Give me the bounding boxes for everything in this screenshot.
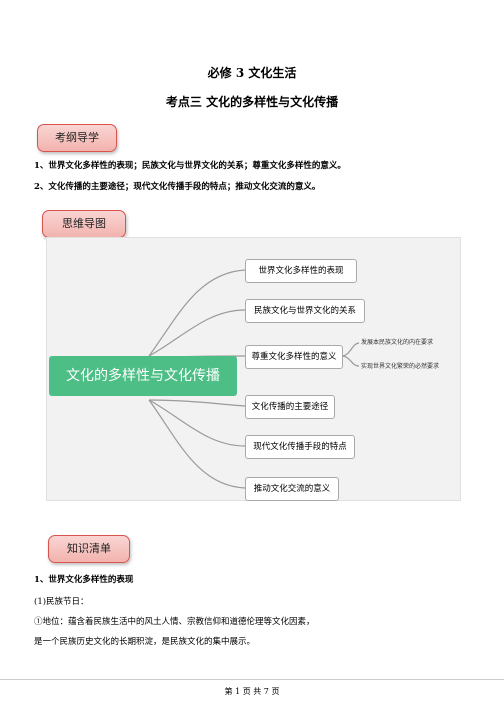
mindmap-branch-3: 尊重文化多样性的意义: [245, 345, 343, 369]
knowledge-section-badge: 知识清单: [48, 535, 130, 563]
knowledge-heading: 1、世界文化多样性的表现: [34, 575, 134, 585]
document-subtitle: 考点三 文化的多样性与文化传播: [165, 95, 339, 109]
page-number: 第 1 页 共 7 页: [224, 687, 280, 696]
mindmap-branch-6: 推动文化交流的意义: [245, 477, 339, 501]
mindmap-section-badge: 思维导图: [42, 210, 126, 238]
mindmap-diagram: 文化的多样性与文化传播 世界文化多样性的表现 民族文化与世界文化的关系 尊重文化…: [46, 237, 461, 501]
mindmap-sub-branch-1: 发展本民族文化的内在要求: [361, 339, 434, 346]
knowledge-item-1: (1)民族节日：: [34, 597, 89, 607]
mindmap-sub-branch-2: 实现世界文化繁荣的必然要求: [361, 363, 440, 370]
mindmap-root-node: 文化的多样性与文化传播: [49, 356, 237, 396]
mindmap-branch-1: 世界文化多样性的表现: [245, 259, 357, 283]
outline-line-1: 1、世界文化多样性的表现；民族文化与世界文化的关系；尊重文化多样性的意义。: [34, 161, 346, 171]
outline-line-2: 2、文化传播的主要途径；现代文化传播手段的特点；推动文化交流的意义。: [34, 182, 321, 192]
document-title: 必修 3 文化生活: [207, 66, 297, 80]
mindmap-branch-2: 民族文化与世界文化的关系: [245, 299, 365, 323]
mindmap-branch-5: 现代文化传播手段的特点: [245, 435, 355, 459]
mindmap-branch-4: 文化传播的主要途径: [245, 395, 335, 419]
knowledge-item-3: 是一个民族历史文化的长期积淀，是民族文化的集中展示。: [34, 637, 256, 647]
footer-divider: [0, 679, 504, 680]
outline-section-badge: 考纲导学: [37, 124, 117, 152]
knowledge-item-2: ①地位：蕴含着民族生活中的风土人情、宗教信仰和道德伦理等文化因素，: [34, 617, 315, 627]
